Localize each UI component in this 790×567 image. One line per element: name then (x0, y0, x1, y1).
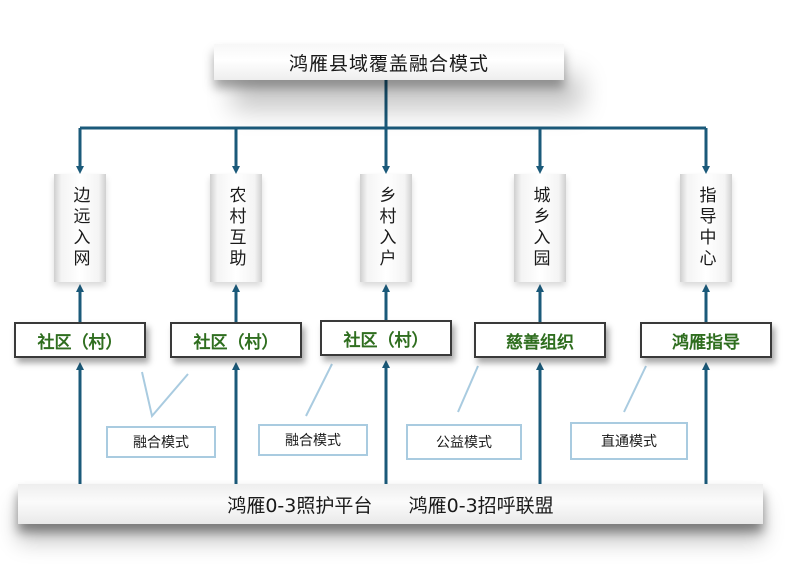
org-box-community-3: 社区（村） (320, 320, 452, 356)
org-box-community-1: 社区（村） (14, 322, 146, 358)
callout-direct-mode: 直通模式 (570, 422, 688, 460)
diagram-title: 鸿雁县域覆盖融合模式 (214, 44, 564, 80)
callout-fusion-mode-1: 融合模式 (106, 426, 216, 458)
mode-label: 乡村入户 (375, 186, 396, 270)
callout-fusion-mode-2: 融合模式 (258, 424, 368, 456)
mode-label: 指导中心 (695, 186, 716, 270)
mode-box-village-household: 乡村入户 (360, 174, 412, 282)
callout-public-welfare-mode: 公益模式 (406, 424, 522, 460)
gap-spacer (372, 493, 408, 515)
org-box-charity: 慈善组织 (474, 322, 606, 358)
org-box-honggyan-guidance: 鸿雁指导 (640, 322, 772, 358)
mode-label: 边远入网 (69, 186, 90, 270)
mode-box-urban-rural-park: 城乡入园 (514, 174, 566, 282)
mode-label: 农村互助 (225, 186, 246, 270)
mode-label: 城乡入园 (529, 186, 550, 270)
alliance-label: 鸿雁0-3招呼联盟 (408, 494, 554, 517)
mode-box-guidance-center: 指导中心 (680, 174, 732, 282)
mode-box-rural-mutual-aid: 农村互助 (210, 174, 262, 282)
org-box-community-2: 社区（村） (170, 322, 302, 358)
platform-label: 鸿雁0-3照护平台 (227, 494, 373, 517)
bottom-platform-bar: 鸿雁0-3照护平台 鸿雁0-3招呼联盟 (18, 484, 763, 524)
mode-box-remote-network: 边远入网 (54, 174, 106, 282)
